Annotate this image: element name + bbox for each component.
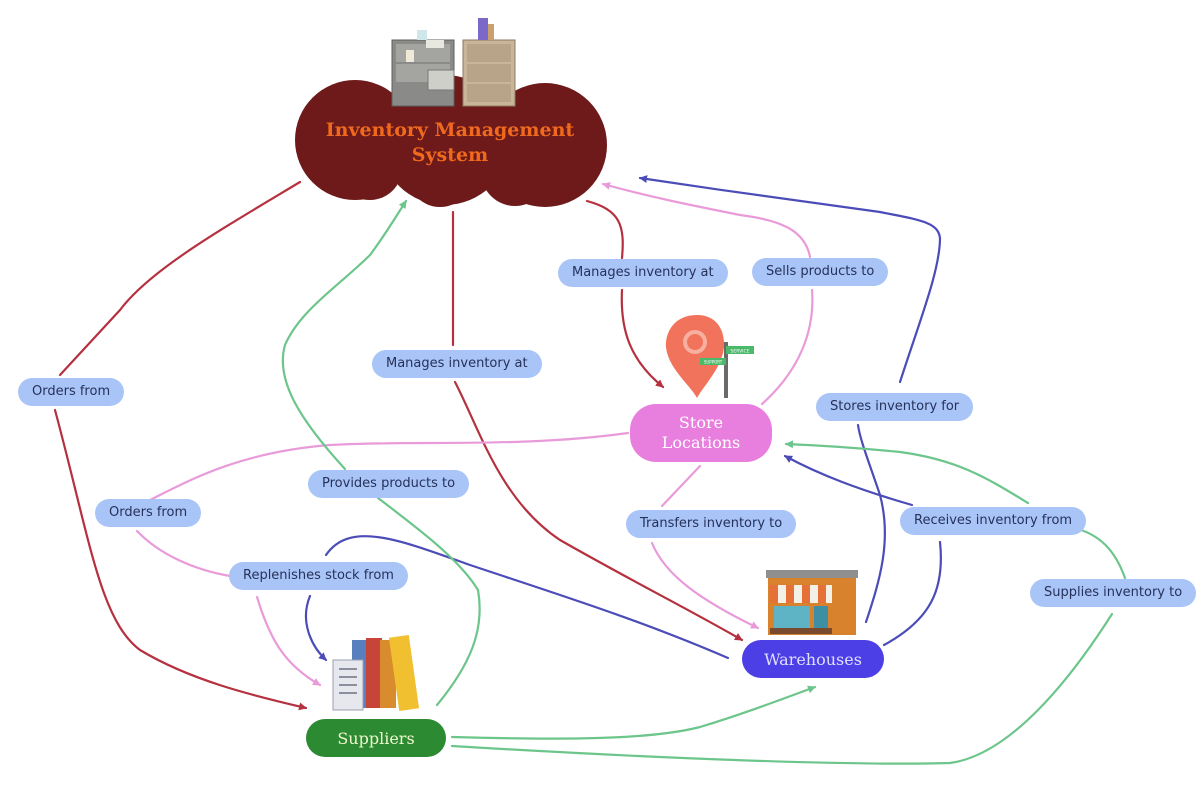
edge-label-manages-warehouses: Manages inventory at <box>372 350 542 378</box>
edge-receives-store-green <box>784 440 1030 505</box>
edge-wh-stores-for <box>856 423 886 624</box>
filing-cabinet-icon <box>391 18 516 107</box>
edge-label-orders-from: Orders from <box>18 378 125 406</box>
edge-stores-for-root <box>638 175 942 384</box>
edge-orders-from-suppliers <box>53 408 308 711</box>
edge-replenish-suppliers <box>255 595 322 687</box>
edge-transfers-warehouses <box>650 541 760 630</box>
edge-suppliers-supplies <box>450 612 1114 765</box>
edge-manages-store-store <box>620 288 665 389</box>
edge-replenish-suppliers-blue <box>305 594 328 662</box>
edge-store-sells <box>760 288 814 406</box>
edge-wh-receives <box>882 540 942 647</box>
edge-label-orders-from-store: Orders from <box>95 499 202 527</box>
edge-supplies-receives <box>1073 526 1127 580</box>
warehouses-node[interactable]: Warehouses <box>742 640 884 678</box>
edge-provides-root <box>281 199 408 471</box>
edge-label-receives-inventory: Receives inventory from <box>900 507 1087 535</box>
edge-store-orders-from <box>148 431 630 502</box>
root-cloud <box>295 75 607 207</box>
binders-icon <box>332 634 420 712</box>
edge-root-orders-from <box>58 180 302 377</box>
edge-label-supplies-inventory: Supplies inventory to <box>1030 579 1197 607</box>
edge-sells-root <box>601 182 812 259</box>
edge-orders-from-replenish <box>135 529 232 578</box>
edge-label-sells-products: Sells products to <box>752 258 889 286</box>
edge-store-transfers <box>660 464 702 508</box>
location-pin-icon: SERVICE SUPPORT <box>665 315 754 398</box>
edge-suppliers-provides <box>376 496 481 707</box>
storefront-icon <box>766 570 858 635</box>
sign-top-text: SERVICE <box>731 349 750 355</box>
edge-root-manages-store <box>585 199 624 260</box>
edge-manages-wh-warehouses <box>453 380 744 642</box>
edge-label-replenishes-stock: Replenishes stock from <box>229 562 408 590</box>
sign-bottom-text: SUPPORT <box>704 360 723 365</box>
suppliers-node[interactable]: Suppliers <box>306 719 446 757</box>
edge-label-transfers-inventory: Transfers inventory to <box>626 510 797 538</box>
edge-label-provides-products: Provides products to <box>308 470 470 498</box>
edge-label-manages-store: Manages inventory at <box>558 259 728 287</box>
edge-suppliers-warehouses <box>450 685 817 740</box>
edge-wh-replenish <box>324 535 730 660</box>
edge-receives-store <box>783 454 914 507</box>
edge-label-stores-inventory: Stores inventory for <box>816 393 974 421</box>
